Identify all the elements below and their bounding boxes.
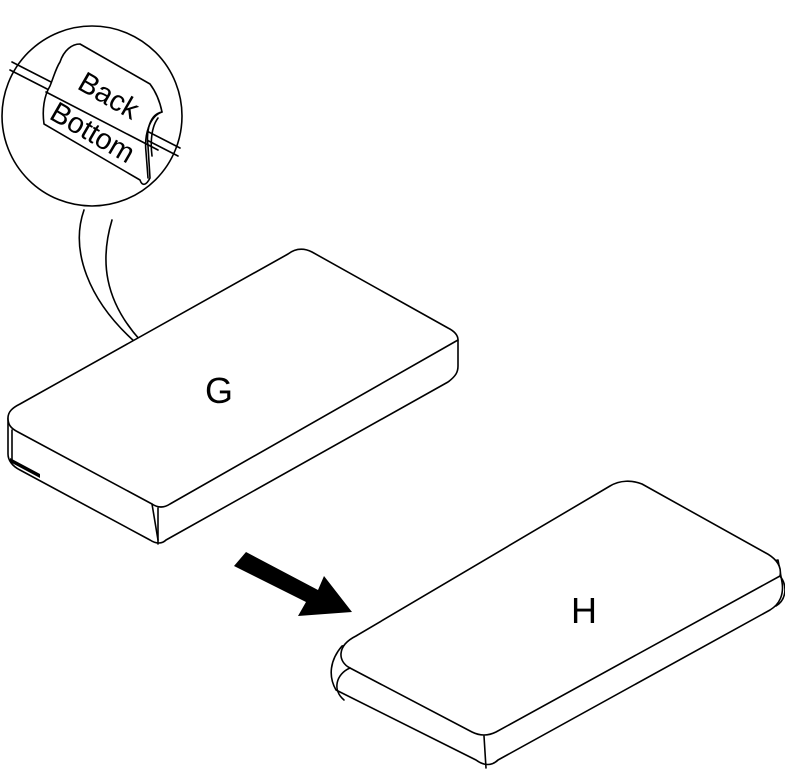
mattress-h-curl-left (336, 667, 351, 701)
mattress-g-edge (151, 503, 159, 541)
mattress-h-top (340, 480, 782, 736)
tag-curl-inner (150, 117, 159, 157)
callout-pointer-inner (105, 219, 141, 341)
tag-curl (144, 111, 163, 179)
detail-callout: Back Bottom (1, 25, 183, 343)
mattress-g-tag-mark (10, 458, 40, 478)
callout-pointer (78, 209, 136, 343)
mattress-g: G (7, 248, 459, 545)
flip-direction-arrow-icon (234, 552, 352, 616)
label-tag (42, 43, 163, 186)
mattress-h: H (330, 480, 785, 769)
mattress-g-label: G (205, 370, 233, 411)
tag-fold-line (45, 91, 159, 151)
mattress-g-top (7, 248, 459, 508)
mattress-h-corner-front (483, 735, 487, 769)
mattress-h-label: H (571, 590, 597, 631)
